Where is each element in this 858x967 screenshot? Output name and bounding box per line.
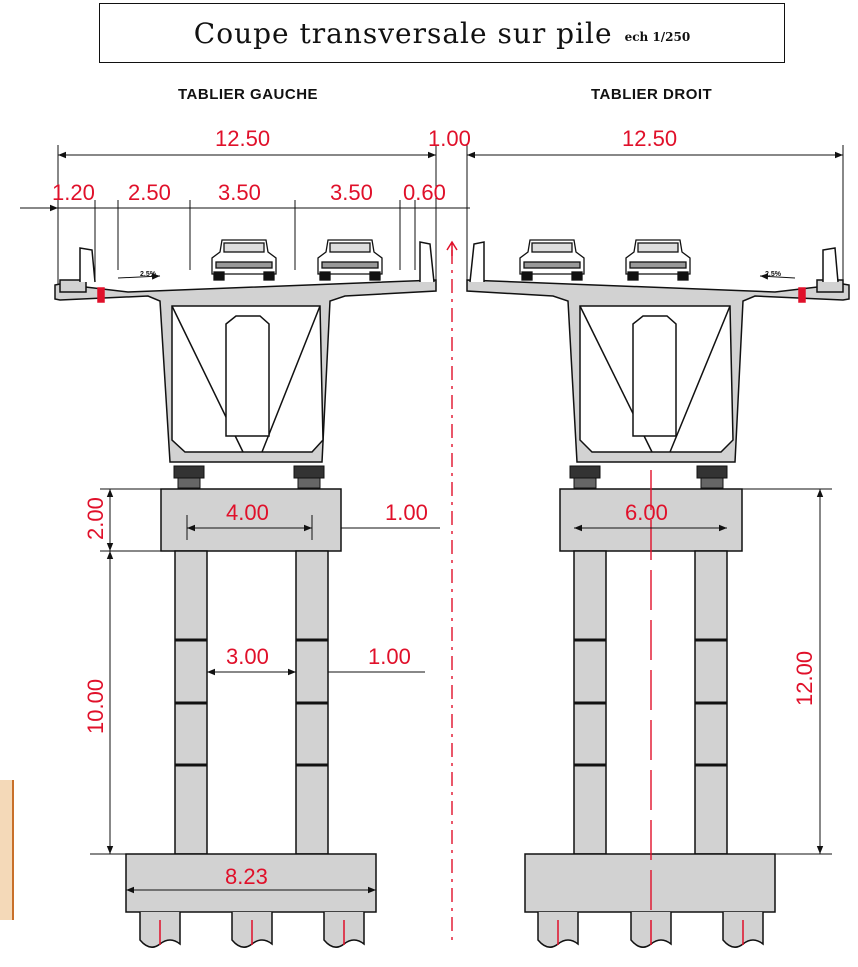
right-inner-void [632, 315, 677, 437]
bearing [177, 477, 201, 489]
dim-col-height: 10.00 [83, 679, 108, 734]
axis-marker [446, 240, 458, 256]
left-barrier-outer [59, 279, 87, 293]
left-pier-cap [160, 488, 342, 552]
adjacent-sheet-fragment [0, 780, 14, 920]
right-deck [466, 241, 850, 463]
dim-cap-height: 2.00 [83, 497, 108, 540]
left-pier [125, 488, 377, 913]
right-pier [524, 488, 776, 913]
piles [139, 912, 764, 948]
slope-right: 2.5% [765, 271, 782, 278]
left-web-right [261, 305, 321, 453]
deck-left-label: TABLIER GAUCHE [178, 86, 319, 103]
dim-shoulder: 2.50 [128, 180, 171, 205]
left-parapet-outer [79, 247, 96, 283]
left-drain [97, 287, 105, 303]
left-inner-void [225, 315, 270, 437]
dim-edge: 1.20 [52, 180, 95, 205]
vehicles [211, 239, 691, 281]
bearing [173, 465, 205, 479]
car-icon [317, 239, 383, 281]
dim-cap-right-width: 6.00 [625, 500, 668, 525]
dim-lane-2: 3.50 [330, 180, 373, 205]
right-parapet-outer [822, 247, 839, 283]
left-footing [125, 853, 377, 913]
dim-joint: 1.00 [428, 126, 471, 151]
car-icon [519, 239, 585, 281]
right-parapet-inner [469, 241, 485, 283]
slope-left: 2.5% [140, 271, 157, 278]
right-footing [524, 853, 776, 913]
dim-inner: 0.60 [403, 180, 446, 205]
dim-deck-right-width: 12.50 [622, 126, 677, 151]
bearing [696, 465, 728, 479]
dim-lane-1: 3.50 [218, 180, 261, 205]
right-drain [798, 287, 806, 303]
car-icon [211, 239, 277, 281]
dim-deck-left-width: 12.50 [215, 126, 270, 151]
dim-total-height: 12.00 [792, 651, 817, 706]
bearings [173, 465, 728, 489]
right-web-right [669, 305, 731, 453]
bearing [700, 477, 724, 489]
deck-right-label: TABLIER DROIT [591, 86, 713, 103]
dim-col-width: 1.00 [368, 644, 411, 669]
left-parapet-inner [419, 241, 435, 283]
dim-cap-left-offset: 1.00 [385, 500, 428, 525]
bearing [573, 477, 597, 489]
bearing [569, 465, 601, 479]
bearing [293, 465, 325, 479]
title-box: Coupe transversale sur pile ech 1/250 [99, 3, 785, 63]
bearing [297, 477, 321, 489]
drawing-title: Coupe transversale sur pile [193, 16, 613, 50]
dim-cap-left-spacing: 4.00 [226, 500, 269, 525]
car-icon [625, 239, 691, 281]
left-deck [54, 241, 437, 463]
dim-footing-width: 8.23 [225, 864, 268, 889]
dim-col-spacing: 3.00 [226, 644, 269, 669]
drawing-scale: ech 1/250 [624, 30, 691, 44]
